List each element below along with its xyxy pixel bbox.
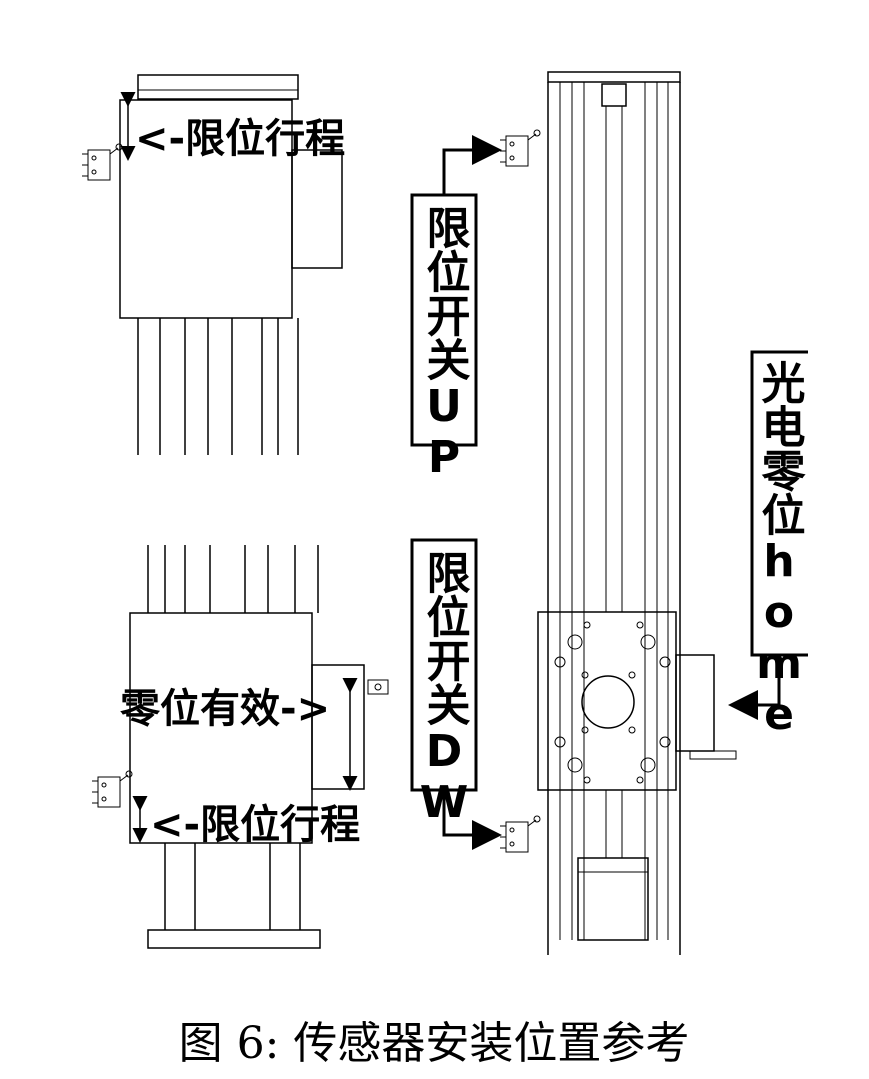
sensor-bracket (675, 654, 715, 752)
top-left-assembly: <-限位行程 (81, 74, 345, 455)
arrow-icon (442, 135, 502, 195)
limit-switch-dw-label: 限位开关DW (419, 550, 471, 828)
limit-switch-dw-group: 限位开关DW (410, 538, 541, 853)
figure-caption: 图 6: 传感器安装位置参考 (179, 1018, 690, 1069)
linear-module (537, 71, 737, 955)
top-cap-plate (137, 74, 299, 100)
top-limit-travel-label: <-限位行程 (135, 116, 345, 162)
limit-switch-up-group: 限位开关UP (410, 129, 541, 483)
bottom-limit-travel-label: <-限位行程 (150, 802, 360, 848)
arrow-icon (728, 655, 781, 720)
microswitch-icon (81, 143, 123, 181)
arrow-icon (442, 790, 502, 850)
side-bracket (291, 149, 343, 269)
zero-valid-label: 零位有效-> (120, 686, 330, 732)
bottom-cap-plate (147, 929, 321, 949)
bottom-left-assembly: 零位有效-> <-限位行程 (91, 545, 389, 949)
photo-home-group: 光电零位home (728, 350, 808, 740)
microswitch-icon (499, 129, 541, 167)
side-bracket (311, 664, 365, 790)
limit-switch-up-label: 限位开关UP (419, 205, 471, 483)
microswitch-icon (91, 770, 133, 808)
motor (577, 857, 649, 941)
coupler (601, 83, 627, 107)
microswitch-icon (499, 815, 541, 853)
